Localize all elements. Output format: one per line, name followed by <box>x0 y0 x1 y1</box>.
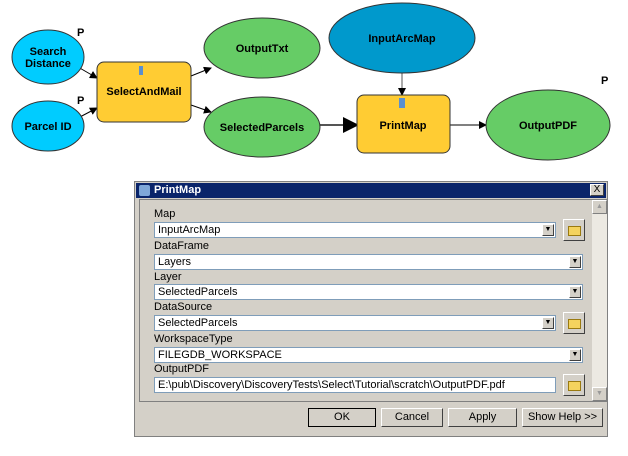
svg-text:PrintMap: PrintMap <box>379 120 426 132</box>
svg-text:OutputTxt: OutputTxt <box>236 43 289 55</box>
chevron-down-icon[interactable]: ▼ <box>542 224 554 236</box>
apply-button[interactable]: Apply <box>448 408 517 427</box>
svg-text:SelectedParcels: SelectedParcels <box>220 122 304 134</box>
node-select-and-mail[interactable]: SelectAndMail <box>96 61 192 123</box>
label-layer: Layer <box>154 271 182 283</box>
vertical-scrollbar[interactable]: ▲▼ <box>592 200 607 401</box>
svg-text:InputArcMap: InputArcMap <box>368 33 436 45</box>
node-output-txt[interactable]: OutputTxt <box>203 17 321 79</box>
folder-icon <box>568 381 581 391</box>
label-outputpdf: OutputPDF <box>154 363 210 375</box>
show-help-button[interactable]: Show Help >> <box>522 408 603 427</box>
svg-text:Search: Search <box>30 46 67 58</box>
label-map: Map <box>154 208 176 220</box>
connector <box>190 66 212 77</box>
node-output-pdf[interactable]: OutputPDF <box>485 89 611 161</box>
dialog-title-bar: PrintMap X <box>136 183 606 198</box>
node-parcel-id[interactable]: Parcel ID <box>11 100 85 152</box>
datasource-combo[interactable]: SelectedParcels▼ <box>154 315 556 331</box>
svg-text:Distance: Distance <box>25 58 71 70</box>
chevron-down-icon[interactable]: ▼ <box>542 317 554 329</box>
cancel-button[interactable]: Cancel <box>381 408 443 427</box>
label-datasource: DataSource <box>154 301 213 313</box>
scroll-up-icon[interactable]: ▲ <box>592 200 607 214</box>
chevron-down-icon[interactable]: ▼ <box>569 349 581 361</box>
layer-combo[interactable]: SelectedParcels▼ <box>154 284 583 300</box>
node-print-map[interactable]: PrintMap <box>356 94 451 154</box>
param-marker: P <box>77 27 84 39</box>
close-button[interactable]: X <box>590 184 604 196</box>
chevron-down-icon[interactable]: ▼ <box>569 256 581 268</box>
chevron-down-icon[interactable]: ▼ <box>569 286 581 298</box>
scroll-down-icon[interactable]: ▼ <box>592 387 607 401</box>
script-icon <box>399 98 405 108</box>
script-icon <box>139 185 150 196</box>
ok-button[interactable]: OK <box>308 408 376 427</box>
node-input-arcmap[interactable]: InputArcMap <box>328 2 476 74</box>
printmap-dialog: PrintMap X Map InputArcMap▼ DataFrame Lay… <box>134 181 608 437</box>
connector <box>77 66 98 79</box>
param-marker: P <box>77 95 84 107</box>
svg-text:SelectAndMail: SelectAndMail <box>106 86 181 98</box>
browse-datasource-button[interactable] <box>563 312 585 334</box>
tool-icon <box>139 66 143 75</box>
dialog-title: PrintMap <box>154 184 202 196</box>
map-combo[interactable]: InputArcMap▼ <box>154 222 556 238</box>
workspacetype-combo[interactable]: FILEGDB_WORKSPACE▼ <box>154 347 583 363</box>
browse-map-button[interactable] <box>563 219 585 241</box>
svg-text:Parcel ID: Parcel ID <box>24 121 71 133</box>
connector <box>190 104 212 114</box>
outputpdf-input[interactable]: E:\pub\Discovery\DiscoveryTests\Select\T… <box>154 377 556 393</box>
node-selected-parcels[interactable]: SelectedParcels <box>203 96 321 158</box>
label-workspacetype: WorkspaceType <box>154 333 233 345</box>
folder-icon <box>568 226 581 236</box>
param-marker: P <box>601 75 608 87</box>
label-dataframe: DataFrame <box>154 240 210 252</box>
folder-icon <box>568 319 581 329</box>
parameters-pane: Map InputArcMap▼ DataFrame Layers▼ Layer… <box>139 199 607 402</box>
browse-outputpdf-button[interactable] <box>563 374 585 396</box>
dataframe-combo[interactable]: Layers▼ <box>154 254 583 270</box>
svg-text:OutputPDF: OutputPDF <box>519 120 577 132</box>
